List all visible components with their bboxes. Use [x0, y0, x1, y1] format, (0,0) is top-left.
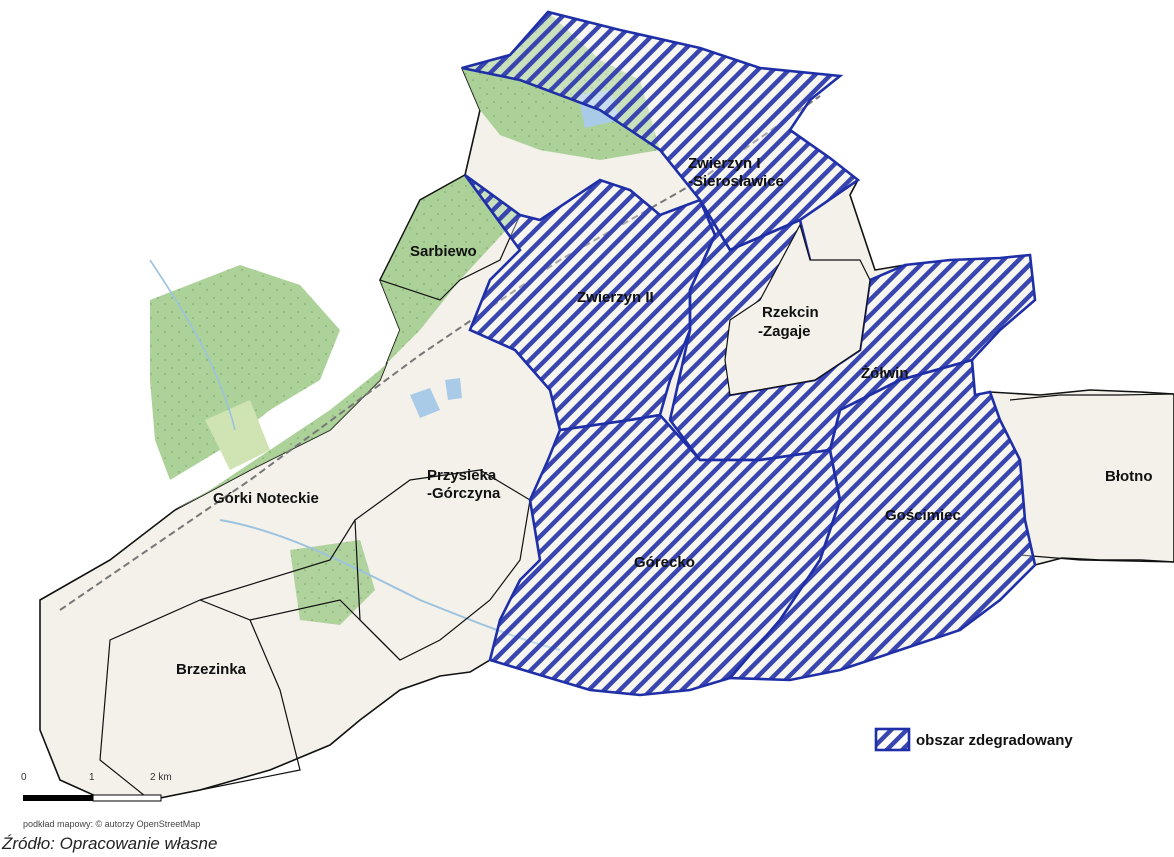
scale-tick-2: 2 km [150, 772, 172, 783]
label-zwierzyn-ii: Zwierzyn II [577, 289, 654, 306]
forest-area-south [290, 540, 375, 625]
label-zwierzyn-i-line1: Zwierzyn I [688, 155, 761, 172]
river-north [149, 259, 236, 431]
degraded-areas [461, 10, 1037, 697]
label-brzezinka: Brzezinka [176, 661, 247, 678]
border-blotno [1009, 393, 1174, 563]
label-przysieka-line2: -Górczyna [427, 485, 501, 502]
forest-area-gorki [150, 265, 340, 480]
non-degraded-rzekcin [724, 223, 871, 396]
label-gorki-noteckie: Górki Noteckie [213, 490, 319, 507]
label-sarbiewo: Sarbiewo [410, 243, 477, 260]
scale-tick-1: 1 [89, 772, 95, 783]
degraded-zwierzyn-ii [463, 173, 717, 432]
legend-label: obszar zdegradowany [916, 732, 1073, 749]
attribution: podkład mapowy: © autorzy OpenStreetMap [23, 819, 200, 829]
scale-segment-black [23, 795, 93, 801]
degraded-zwierzyn-i [461, 10, 861, 252]
label-gorecko: Górecko [634, 554, 695, 571]
label-zwierzyn-i-line2: -Sierosławice [688, 173, 784, 190]
forest-area-west [175, 175, 520, 510]
legend: obszar zdegradowany [874, 727, 1073, 752]
label-zolwin: Żółwin [861, 365, 909, 382]
source-caption: Źródło: Opracowanie własne [2, 834, 218, 853]
label-rzekcin-line1: Rzekcin [762, 304, 819, 321]
border-brzezinka [99, 599, 301, 801]
degraded-goscimiec [727, 358, 1037, 682]
label-blotno: Błotno [1105, 468, 1152, 485]
label-rzekcin-line2: -Zagaje [758, 323, 811, 340]
scale-tick-0: 0 [21, 772, 27, 783]
label-przysieka-line1: Przysieka [427, 467, 497, 484]
legend-swatch [874, 727, 911, 752]
scale-bar: 0 1 2 km [21, 772, 172, 802]
ponds [410, 378, 462, 418]
meadow-area [205, 400, 270, 470]
label-goscimiec: Gościmiec [885, 507, 961, 524]
degraded-gorecko [488, 413, 842, 697]
scale-segment-white [92, 794, 162, 802]
border-gorki [199, 519, 401, 661]
